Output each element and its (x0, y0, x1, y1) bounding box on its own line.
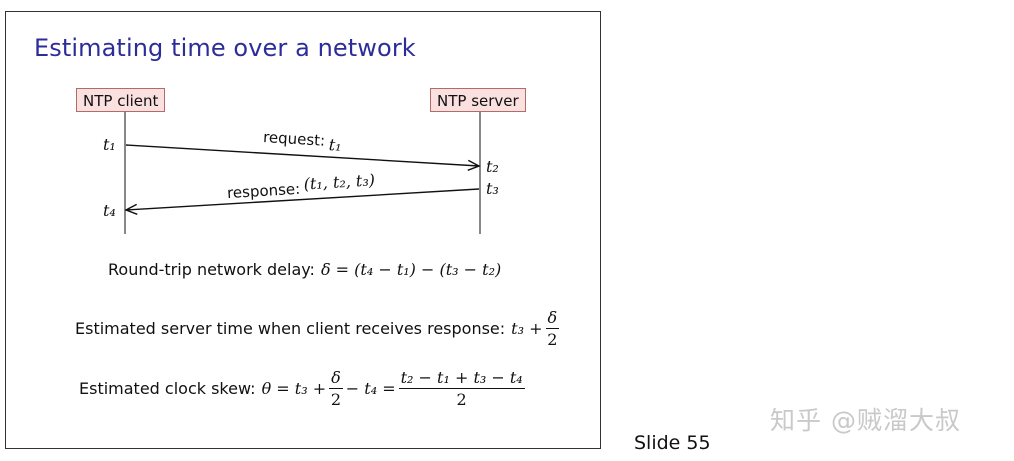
delay-text: Round-trip network delay: (108, 260, 315, 279)
skew-result-fraction: t₂ − t₁ + t₃ − t₄ 2 (398, 368, 525, 409)
fraction-denominator: 2 (547, 330, 558, 349)
server-time-fraction: δ 2 (545, 308, 560, 349)
slide-number: Slide 55 (634, 432, 711, 454)
t1-label: t₁ (103, 135, 116, 154)
skew-text: Estimated clock skew: (79, 379, 256, 398)
skew-equation: Estimated clock skew: θ = t₃ + δ 2 − t₄ … (79, 368, 528, 409)
request-label: request: (263, 128, 326, 150)
slide-frame: Estimating time over a network request: … (5, 11, 601, 449)
t4-label: t₄ (103, 201, 116, 220)
fraction-numerator: t₂ − t₁ + t₃ − t₄ (398, 368, 525, 389)
skew-mid: − t₄ = (345, 379, 396, 398)
server-time-lhs: t₃ + (511, 319, 543, 338)
fraction-denominator: 2 (456, 390, 467, 409)
request-arrow (125, 144, 481, 171)
delay-equation: Round-trip network delay: δ = (t₄ − t₁) … (108, 260, 501, 279)
ntp-sequence-diagram: request: t₁ response: (t₁, t₂, t₃) t₁ t₂… (103, 112, 499, 234)
ntp-client-box: NTP client (76, 88, 166, 112)
server-time-text: Estimated server time when client receiv… (75, 319, 506, 338)
fraction-numerator: δ (545, 308, 560, 329)
slide-title: Estimating time over a network (34, 34, 416, 62)
delay-formula: δ = (t₄ − t₁) − (t₃ − t₂) (320, 260, 502, 279)
request-time: t₁ (328, 135, 342, 155)
ntp-server-box: NTP server (430, 88, 526, 112)
watermark: 知乎 @贼溜大叔 (770, 406, 961, 435)
fraction-numerator: δ (329, 368, 343, 389)
fraction-denominator: 2 (330, 390, 342, 409)
skew-lhs: θ = t₃ + (261, 379, 327, 398)
response-times: (t₁, t₂, t₃) (303, 170, 375, 193)
skew-delta-fraction: δ 2 (329, 368, 343, 409)
response-arrow (124, 188, 480, 215)
server-time-equation: Estimated server time when client receiv… (75, 308, 562, 349)
t3-label: t₃ (486, 179, 499, 198)
response-label: response: (227, 180, 301, 202)
t2-label: t₂ (486, 157, 499, 176)
